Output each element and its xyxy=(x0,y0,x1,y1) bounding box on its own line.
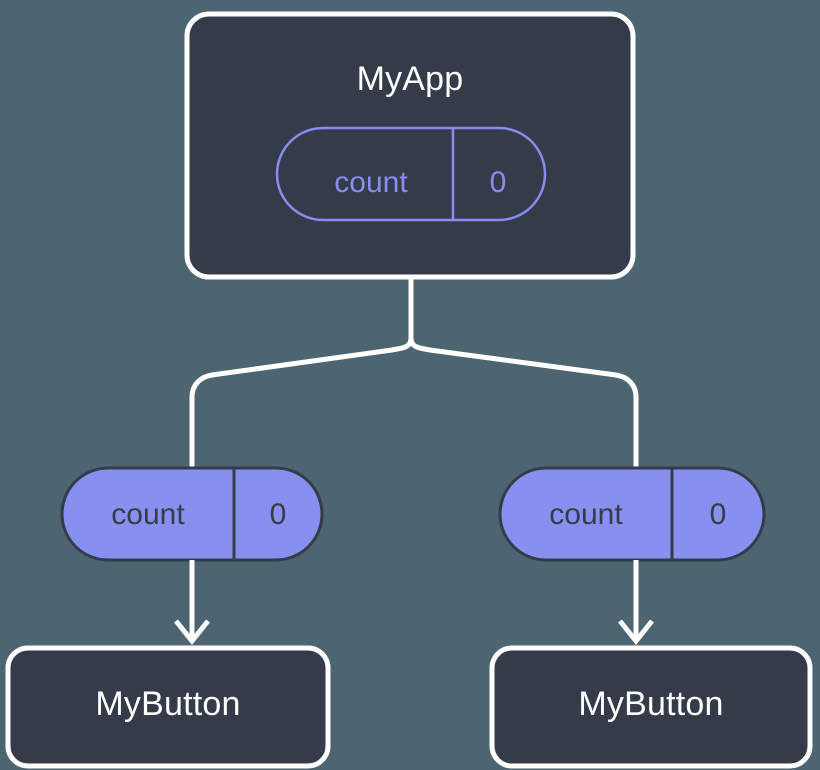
child-node-left-label: MyButton xyxy=(95,685,241,723)
count-state-pill-root[interactable] xyxy=(275,126,547,222)
root-node-box xyxy=(184,11,636,280)
arrow-right-head xyxy=(618,619,654,646)
root-node[interactable] xyxy=(184,11,636,280)
child-node-left[interactable] xyxy=(5,645,331,769)
left-pill-key-label: count xyxy=(111,498,185,531)
count-prop-pill-right[interactable] xyxy=(498,466,766,562)
arrow-left-head xyxy=(174,619,210,646)
root-pill-outline xyxy=(275,126,547,222)
child-node-right-label: MyButton xyxy=(578,685,724,723)
arrow-group xyxy=(174,560,654,646)
root-pill-key-label: count xyxy=(334,166,408,199)
root-node-label: MyApp xyxy=(356,60,464,98)
connector-fork-right xyxy=(408,335,639,471)
right-pill-value-label: 0 xyxy=(709,498,727,531)
left-pill-value-label: 0 xyxy=(269,498,287,531)
child-node-right-box xyxy=(489,645,813,769)
right-pill-body xyxy=(498,466,766,562)
connector-fork-left xyxy=(189,335,414,471)
root-pill-value-label: 0 xyxy=(489,166,507,199)
child-node-right[interactable] xyxy=(489,645,813,769)
right-pill-key-label: count xyxy=(549,498,623,531)
connector-group xyxy=(189,274,639,471)
child-node-left-box xyxy=(5,645,331,769)
